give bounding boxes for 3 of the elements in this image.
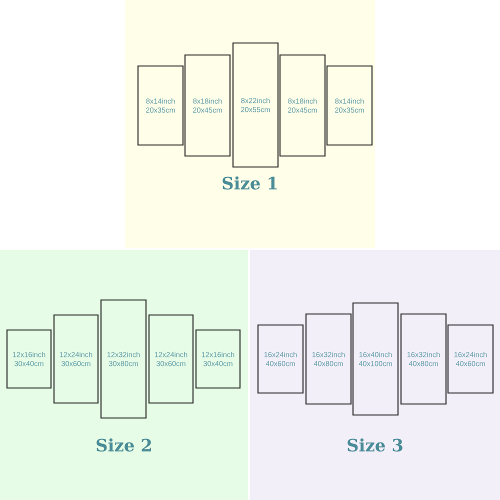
size-title: Size 2 [96,438,151,452]
size-title: Size 1 [222,176,277,190]
size-title: Size 3 [348,438,402,452]
